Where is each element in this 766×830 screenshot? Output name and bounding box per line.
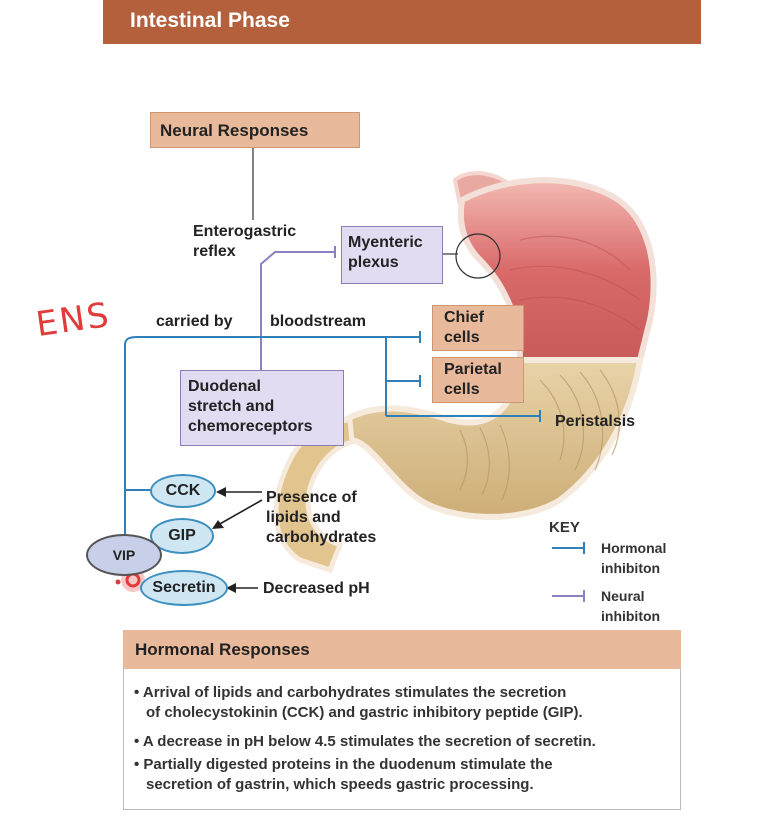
secretin-ellipse: Secretin — [140, 570, 228, 606]
chief-cells-box: Chief cells — [432, 305, 524, 351]
enterogastric-label: Enterogastric reflex — [193, 222, 296, 262]
key-title: KEY — [549, 519, 580, 536]
hormonal-responses-body: • Arrival of lipids and carbohydrates st… — [123, 669, 681, 810]
duodenal-line1: Duodenal — [188, 378, 261, 395]
parietal-line2: cells — [444, 381, 480, 398]
duodenal-line3: chemoreceptors — [188, 418, 313, 435]
lipids-line3: carbohydrates — [266, 529, 377, 546]
enterogastric-line1: Enterogastric — [193, 223, 297, 240]
key-neural-line1: Neural — [601, 588, 645, 604]
bullet-2: • A decrease in pH below 4.5 stimulates … — [134, 732, 596, 752]
chief-line1: Chief — [444, 309, 484, 326]
hormonal-responses-title: Hormonal Responses — [135, 640, 310, 659]
bullet-3: • Partially digested proteins in the duo… — [134, 755, 553, 795]
carried-by-label: carried by — [156, 313, 233, 330]
cck-ellipse: CCK — [150, 474, 216, 508]
duodenum-shape — [273, 417, 355, 574]
bullet-1: • Arrival of lipids and carbohydrates st… — [134, 683, 583, 723]
page-title: Intestinal Phase — [130, 9, 290, 32]
key-hormonal-line1: Hormonal — [601, 540, 667, 556]
myenteric-plexus-box: Myenteric plexus — [341, 226, 443, 284]
bullet-2-line1: • A decrease in pH below 4.5 stimulates … — [134, 733, 596, 750]
key-hormonal-line2: inhibiton — [601, 560, 661, 576]
bullet-3-line1: • Partially digested proteins in the duo… — [134, 756, 553, 773]
decreased-ph-label: Decreased pH — [263, 580, 370, 597]
chief-line2: cells — [444, 329, 480, 346]
peristalsis-label: Peristalsis — [555, 413, 636, 430]
parietal-line1: Parietal — [444, 361, 502, 378]
hormonal-responses-header: Hormonal Responses — [123, 630, 681, 669]
myenteric-line2: plexus — [348, 254, 399, 271]
bullet-1-line2: of cholecystokinin (CCK) and gastric inh… — [146, 704, 583, 721]
stomach-fundus-shape — [457, 177, 657, 363]
parietal-cells-box: Parietal cells — [432, 357, 524, 403]
bullet-1-line1: • Arrival of lipids and carbohydrates st… — [134, 684, 567, 701]
neural-responses-box: Neural Responses — [150, 112, 360, 148]
key-neural-line2: inhibiton — [601, 608, 661, 624]
lipids-label: Presence of lipids and carbohydrates — [266, 488, 376, 548]
lipids-line2: lipids and — [266, 509, 341, 526]
gip-ellipse: GIP — [150, 518, 214, 554]
stomach-body-shape — [341, 357, 644, 520]
neural-responses-title: Neural Responses — [160, 121, 309, 140]
lipids-line1: Presence of — [266, 489, 357, 506]
duodenal-line2: stretch and — [188, 398, 275, 415]
key-hormonal: Hormonal inhibiton — [601, 538, 666, 578]
bloodstream-label: bloodstream — [270, 313, 367, 330]
vip-ellipse: VIP — [86, 534, 162, 576]
key-neural: Neural inhibiton — [601, 586, 660, 626]
duodenal-box: Duodenal stretch and chemoreceptors — [180, 370, 344, 446]
enterogastric-line2: reflex — [193, 243, 236, 260]
bullet-3-line2: secretion of gastrin, which speeds gastr… — [146, 776, 534, 793]
myenteric-line1: Myenteric — [348, 234, 423, 251]
header-bar — [103, 0, 701, 44]
